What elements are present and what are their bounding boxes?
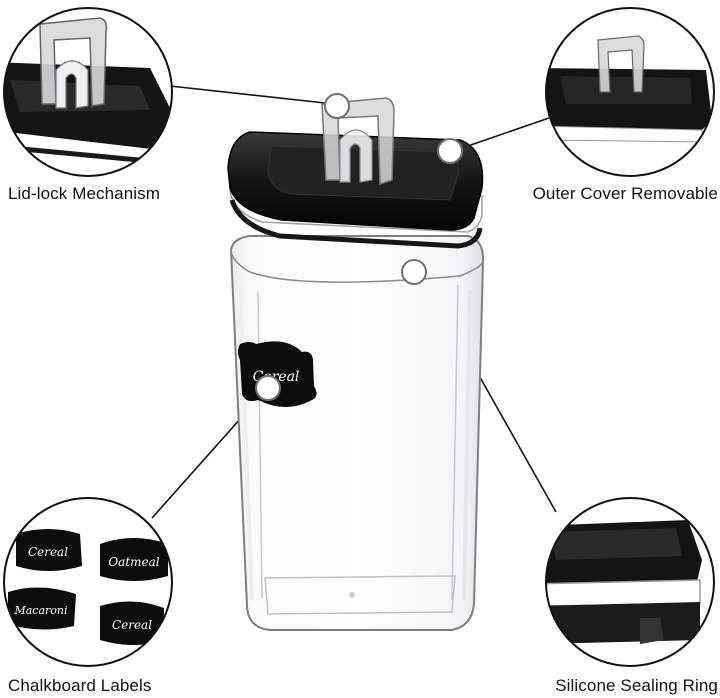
callout-markers	[255, 93, 463, 401]
leader-line-outer-cover	[461, 117, 550, 149]
sample-label-2: Oatmeal	[100, 538, 168, 581]
detail-circle-chalkboard-labels: Cereal Oatmeal Macaroni Cereal	[3, 497, 173, 667]
storage-jar	[229, 235, 485, 631]
detail-circle-outer-cover	[545, 7, 715, 177]
callout-outer-cover: Outer Cover Removable	[532, 184, 718, 203]
detail-circle-silicone-ring	[545, 497, 715, 667]
detail-circle-lid-lock	[3, 7, 173, 177]
svg-text:Oatmeal: Oatmeal	[108, 555, 159, 569]
marker-outer-cover	[437, 138, 463, 164]
sample-label-3: Macaroni	[8, 587, 76, 630]
jar-lid	[227, 97, 484, 249]
marker-silicone	[401, 259, 427, 285]
marker-lid-lock	[324, 93, 350, 119]
svg-text:Macaroni: Macaroni	[13, 604, 67, 617]
sample-label-4: Cereal	[100, 601, 164, 645]
svg-text:Cereal: Cereal	[112, 618, 152, 632]
callout-lid-lock: Lid-lock Mechanism	[8, 184, 161, 203]
callout-silicone-ring: Silicone Sealing Ring	[555, 676, 718, 695]
marker-chalkboard	[255, 375, 281, 401]
sample-label-1: Cereal	[16, 529, 82, 571]
svg-text:Cereal: Cereal	[28, 545, 68, 559]
leader-line-lid-lock	[169, 85, 326, 104]
callout-chalkboard-labels: Chalkboard Labels	[8, 676, 152, 695]
